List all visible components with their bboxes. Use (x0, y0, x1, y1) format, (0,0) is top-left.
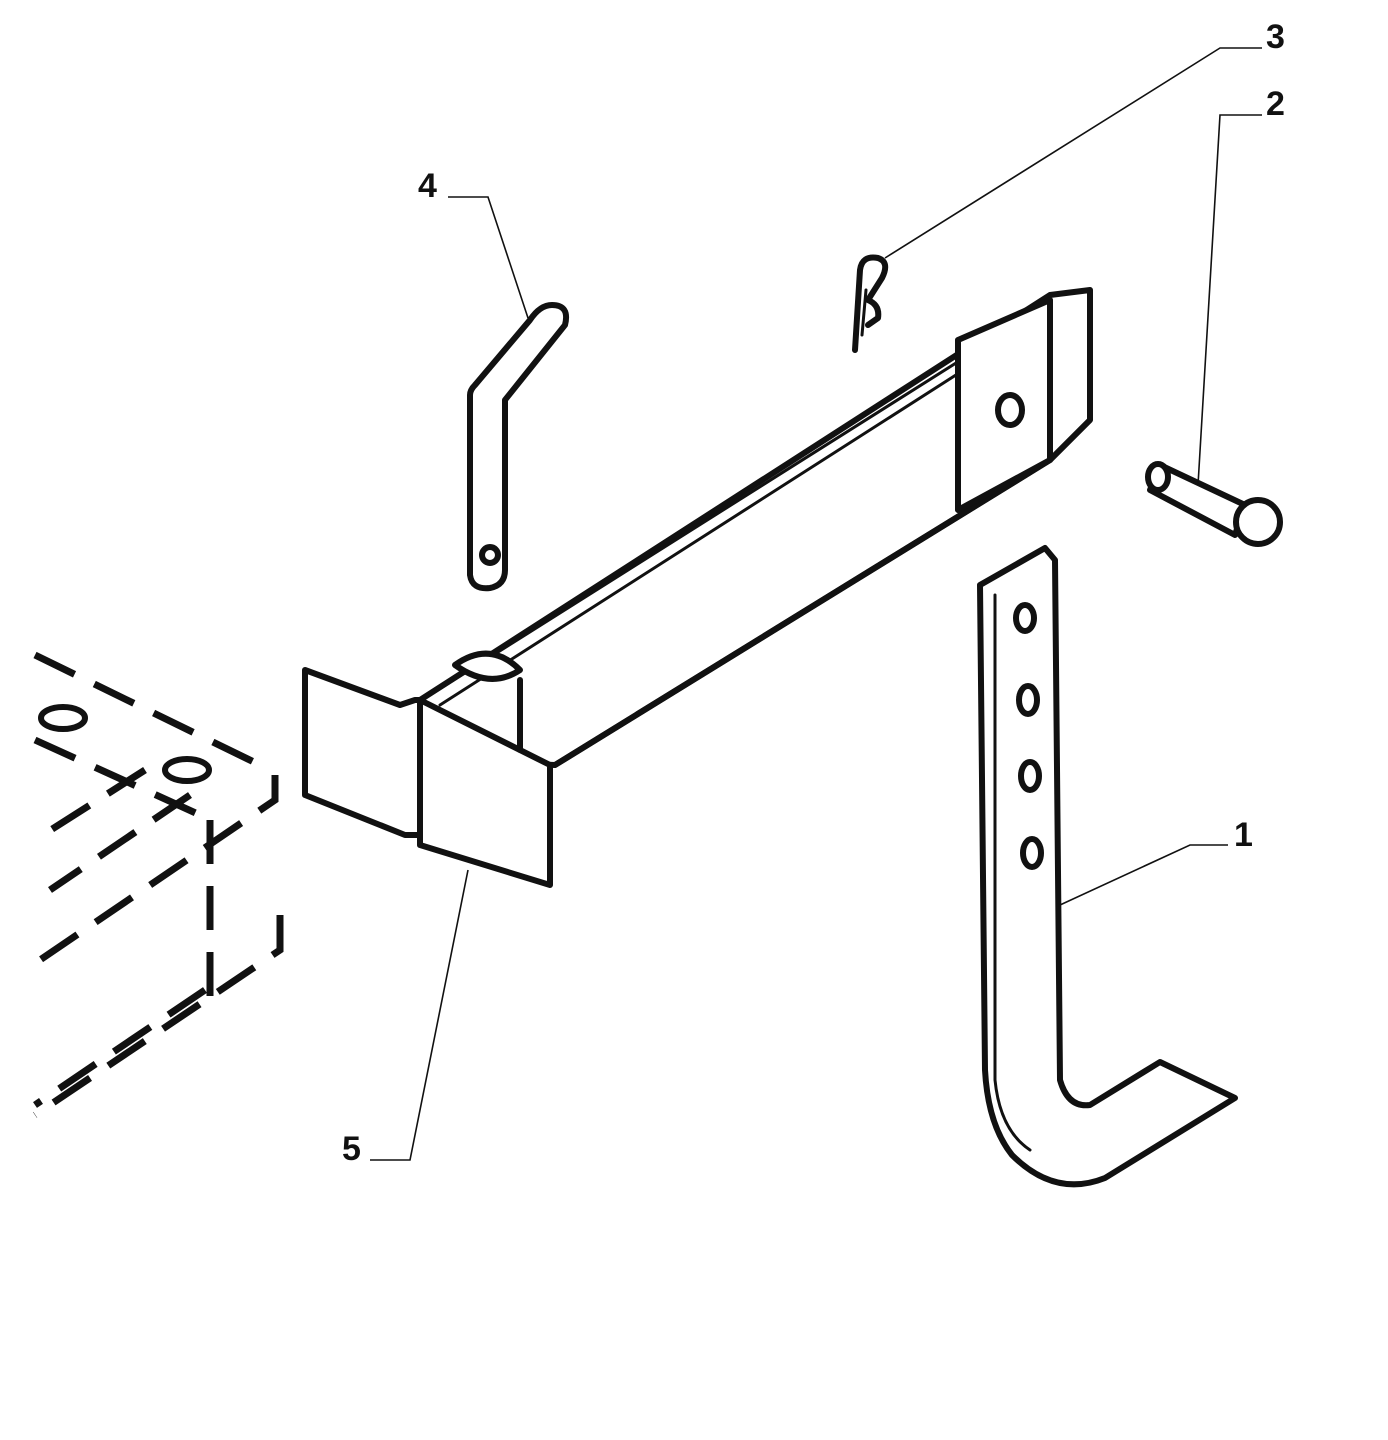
tine-hole-icon (1018, 759, 1042, 793)
callout-1: 1 (1234, 816, 1253, 854)
pin-hole-icon (479, 544, 501, 566)
leader-line-2 (1197, 114, 1262, 486)
callout-labels: 1 2 3 4 5 (342, 18, 1285, 1168)
callout-3: 3 (1266, 18, 1285, 56)
leader-line-1 (1059, 844, 1228, 906)
leader-line-5 (370, 869, 469, 1161)
leader-lines (370, 47, 1262, 1161)
leader-line-4 (448, 196, 529, 319)
mounting-frame-phantom (33, 651, 284, 1118)
frame-hole-icon (38, 704, 88, 732)
pin-end-icon (1145, 461, 1171, 493)
frame-hole-icon (162, 756, 212, 784)
part-1-j-tine (977, 545, 1238, 1188)
tine-hole-icon (1013, 602, 1037, 634)
part-3-spring-clip (852, 254, 889, 353)
callout-5: 5 (342, 1130, 361, 1168)
callout-4: 4 (418, 167, 437, 205)
leader-line-3 (884, 47, 1262, 259)
pin-head-icon (1233, 497, 1283, 547)
part-4-bent-pin (467, 302, 570, 592)
part-5-bracket-beam (302, 287, 1093, 888)
callout-2: 2 (1266, 85, 1285, 123)
part-2-clevis-pin (1145, 461, 1283, 547)
tine-hole-icon (1020, 836, 1044, 870)
bracket-hole-icon (995, 392, 1025, 428)
tine-hole-icon (1016, 683, 1040, 717)
